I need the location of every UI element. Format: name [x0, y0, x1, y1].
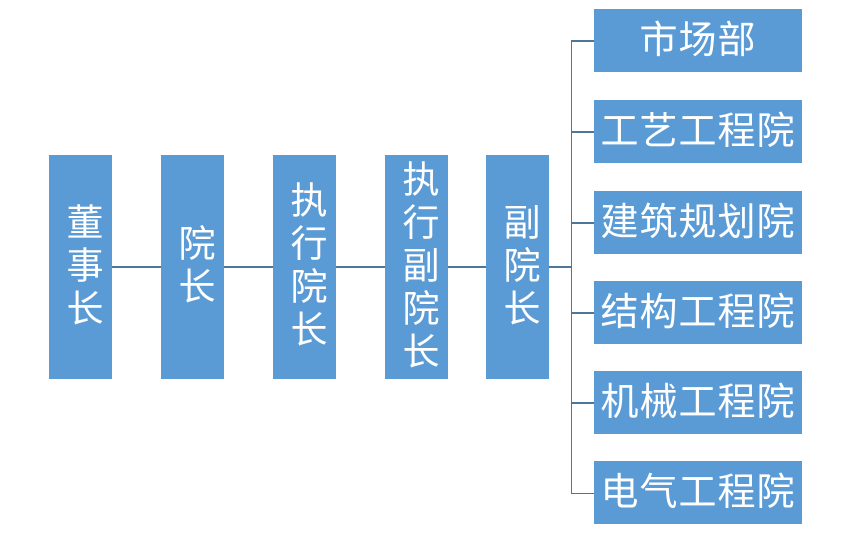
- node-mechanical-engineering-institute-label: 机械工程院: [600, 381, 796, 424]
- node-structural-engineering-institute[interactable]: 结构工程院: [594, 281, 802, 344]
- node-electrical-engineering-institute-label: 电气工程院: [600, 471, 796, 514]
- node-structural-engineering-institute-label: 结构工程院: [600, 291, 796, 334]
- connector-spine-process-engineering: [570, 131, 594, 133]
- connector-president-executive-president: [224, 266, 273, 268]
- branch-spine: [570, 40, 572, 494]
- connector-vice-president-spine: [549, 266, 571, 268]
- node-executive-president-label: 执行院长: [284, 181, 325, 353]
- node-marketing-dept-label: 市场部: [639, 19, 757, 62]
- node-executive-president[interactable]: 执行院长: [273, 155, 336, 379]
- connector-chairman-president: [112, 266, 161, 268]
- node-architecture-planning-institute-label: 建筑规划院: [600, 201, 796, 244]
- node-executive-vice-president-label: 执行副院长: [396, 159, 437, 375]
- connector-spine-architecture-planning: [570, 222, 594, 224]
- connector-spine-mechanical-engineering: [570, 402, 594, 404]
- node-vice-president[interactable]: 副院长: [486, 155, 549, 379]
- node-chairman-label: 董事长: [60, 202, 101, 332]
- node-mechanical-engineering-institute[interactable]: 机械工程院: [594, 371, 802, 434]
- node-chairman[interactable]: 董事长: [49, 155, 112, 379]
- node-architecture-planning-institute[interactable]: 建筑规划院: [594, 191, 802, 254]
- connector-spine-marketing-dept: [570, 40, 594, 42]
- connector-spine-electrical-engineering: [570, 492, 594, 494]
- node-president[interactable]: 院长: [161, 155, 224, 379]
- node-vice-president-label: 副院长: [497, 202, 538, 332]
- node-process-engineering-institute[interactable]: 工艺工程院: [594, 100, 802, 163]
- node-process-engineering-institute-label: 工艺工程院: [600, 110, 796, 153]
- connector-executive-vice-president-vice-president: [448, 266, 486, 268]
- node-president-label: 院长: [172, 224, 213, 310]
- connector-executive-president-executive-vice-president: [336, 266, 385, 268]
- node-executive-vice-president[interactable]: 执行副院长: [385, 155, 448, 379]
- node-marketing-dept[interactable]: 市场部: [594, 9, 802, 72]
- connector-spine-structural-engineering: [570, 312, 594, 314]
- node-electrical-engineering-institute[interactable]: 电气工程院: [594, 461, 802, 524]
